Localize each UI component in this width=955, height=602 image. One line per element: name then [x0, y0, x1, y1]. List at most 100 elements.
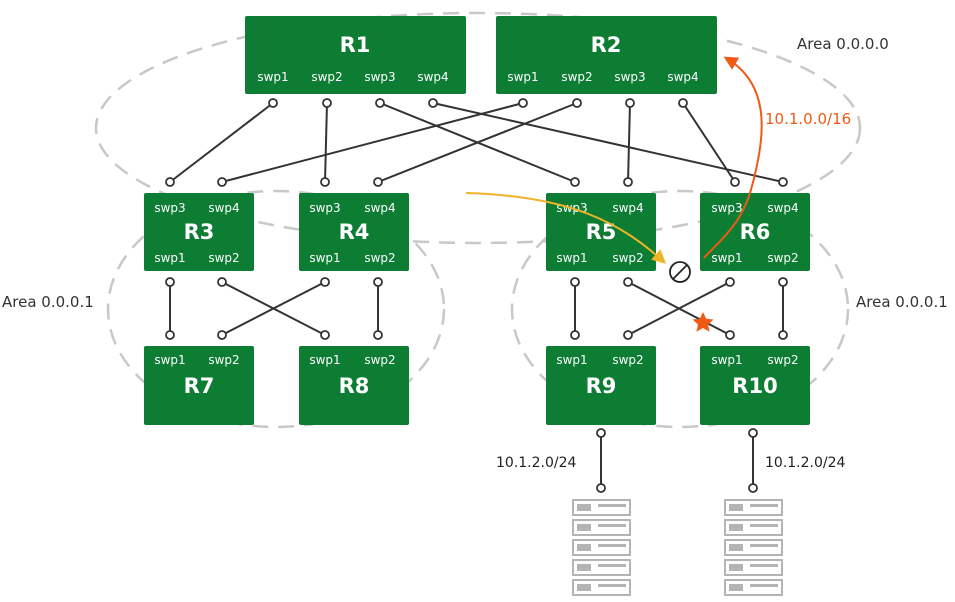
router-r6-name: R6 [740, 220, 771, 244]
links [169, 102, 784, 488]
link-r1swp4-r6swp4 [432, 102, 784, 183]
r9-subnet-label: 10.1.2.0/24 [496, 455, 577, 471]
router-r1-port: swp4 [417, 70, 448, 84]
port-dot [217, 330, 227, 340]
area-right-boundary [510, 189, 850, 429]
router-r9-box [546, 346, 656, 425]
port-dot [375, 98, 385, 108]
port-dot [678, 98, 688, 108]
port-dot [778, 277, 788, 287]
port-dot [217, 177, 227, 187]
router-r6-bottom-port: swp2 [767, 251, 798, 265]
port-dot [596, 428, 606, 438]
router-r10-port: swp2 [767, 353, 798, 367]
router-r5-bottom-port: swp2 [612, 251, 643, 265]
port-dot [217, 277, 227, 287]
router-r4[interactable]: swp3 swp4 R4 swp1 swp2 [299, 193, 409, 271]
port-dot [320, 277, 330, 287]
router-r3[interactable]: swp3 swp4 R3 swp1 swp2 [144, 193, 254, 271]
link-r2swp3-r5swp4 [627, 102, 631, 183]
router-r7[interactable]: swp1 swp2 R7 [144, 346, 254, 425]
router-r3-top-port: swp3 [154, 201, 185, 215]
router-r2-port: swp4 [667, 70, 698, 84]
traffic-path-arrow [465, 192, 667, 264]
router-r2[interactable]: R2 swp1 swp2 swp3 swp4 [496, 16, 717, 94]
router-r3-bottom-port: swp1 [154, 251, 185, 265]
router-r9-name: R9 [586, 374, 617, 398]
connector-dots [165, 98, 788, 493]
router-r6[interactable]: swp3 swp4 R6 swp1 swp2 [700, 193, 810, 271]
port-dot [730, 177, 740, 187]
router-r2-box [496, 16, 717, 94]
link-r6swp1-r9swp2 [627, 281, 731, 336]
port-dot [572, 98, 582, 108]
link-r4swp1-r7swp2 [221, 281, 326, 336]
router-r1-box [245, 16, 466, 94]
port-dot [165, 177, 175, 187]
router-r3-top-port: swp4 [208, 201, 239, 215]
port-dot [428, 98, 438, 108]
router-r9[interactable]: swp1 swp2 R9 [546, 346, 656, 425]
link-r1swp1-r3swp3 [169, 102, 274, 183]
star-icon [692, 312, 714, 332]
router-r2-port: swp1 [507, 70, 538, 84]
port-dot [165, 330, 175, 340]
router-r10-name: R10 [732, 374, 777, 398]
router-r2-name: R2 [591, 33, 622, 57]
area-right-label: Area 0.0.0.1 [856, 293, 948, 311]
router-r4-box [299, 193, 409, 271]
port-dot [725, 330, 735, 340]
router-r10-port: swp1 [711, 353, 742, 367]
router-r3-bottom-port: swp2 [208, 251, 239, 265]
router-r7-port: swp2 [208, 353, 239, 367]
router-r5-bottom-port: swp1 [556, 251, 587, 265]
link-r2swp2-r4swp4 [377, 102, 578, 183]
router-r8-port: swp2 [364, 353, 395, 367]
router-r4-bottom-port: swp1 [309, 251, 340, 265]
router-r6-box [700, 193, 810, 271]
router-r4-top-port: swp4 [364, 201, 395, 215]
port-dot [373, 277, 383, 287]
port-dot [623, 177, 633, 187]
router-r6-top-port: swp4 [767, 201, 798, 215]
router-r8-port: swp1 [309, 353, 340, 367]
port-dot [518, 98, 528, 108]
no-entry-icon [669, 261, 691, 283]
router-r8-name: R8 [339, 374, 370, 398]
route-advertisement-arrow [703, 56, 763, 259]
port-dot [570, 177, 580, 187]
port-dot [748, 428, 758, 438]
area-left-boundary [106, 189, 446, 429]
router-r8[interactable]: swp1 swp2 R8 [299, 346, 409, 425]
port-dot [570, 330, 580, 340]
router-r1-name: R1 [340, 33, 371, 57]
router-r5-box [546, 193, 656, 271]
router-r2-port: swp3 [614, 70, 645, 84]
router-r10-box [700, 346, 810, 425]
port-dot [570, 277, 580, 287]
router-r7-box [144, 346, 254, 425]
port-dot [623, 277, 633, 287]
server-rack-icon [572, 499, 631, 596]
router-r1-port: swp1 [257, 70, 288, 84]
router-r7-name: R7 [184, 374, 215, 398]
router-r4-bottom-port: swp2 [364, 251, 395, 265]
link-r2swp4-r6swp3 [682, 102, 736, 183]
router-r1-port: swp2 [311, 70, 342, 84]
port-dot [165, 277, 175, 287]
router-r7-port: swp1 [154, 353, 185, 367]
r10-subnet-label: 10.1.2.0/24 [765, 455, 846, 471]
router-r8-box [299, 346, 409, 425]
router-r9-port: swp1 [556, 353, 587, 367]
area-backbone-label: Area 0.0.0.0 [797, 35, 889, 53]
port-dot [320, 177, 330, 187]
area-backbone-boundary [94, 11, 862, 245]
router-r1[interactable]: R1 swp1 swp2 swp3 swp4 [245, 16, 466, 94]
router-r9-port: swp2 [612, 353, 643, 367]
link-r1swp2-r4swp3 [324, 102, 328, 183]
port-dot [778, 330, 788, 340]
port-dot [373, 330, 383, 340]
router-r4-top-port: swp3 [309, 201, 340, 215]
router-r10[interactable]: swp1 swp2 R10 [700, 346, 810, 425]
